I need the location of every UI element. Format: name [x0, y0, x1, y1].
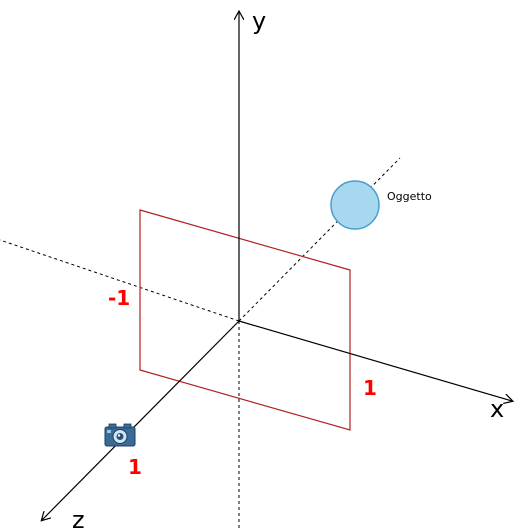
object-label: Oggetto [387, 190, 432, 203]
x-axis-negative-dotted [0, 239, 240, 322]
image-plane [139, 209, 351, 431]
x-axis-label: x [490, 395, 504, 423]
object-sphere [330, 180, 380, 230]
camera-z-label: 1 [128, 455, 142, 479]
camera-icon [104, 423, 136, 447]
plane-left-label: -1 [108, 286, 130, 310]
z-axis-label: z [72, 506, 85, 530]
y-axis-label: y [252, 7, 266, 35]
x-axis [238, 320, 512, 401]
plane-right-label: 1 [363, 376, 377, 400]
z-axis [42, 320, 240, 520]
z-axis-negative-dotted [238, 157, 401, 322]
